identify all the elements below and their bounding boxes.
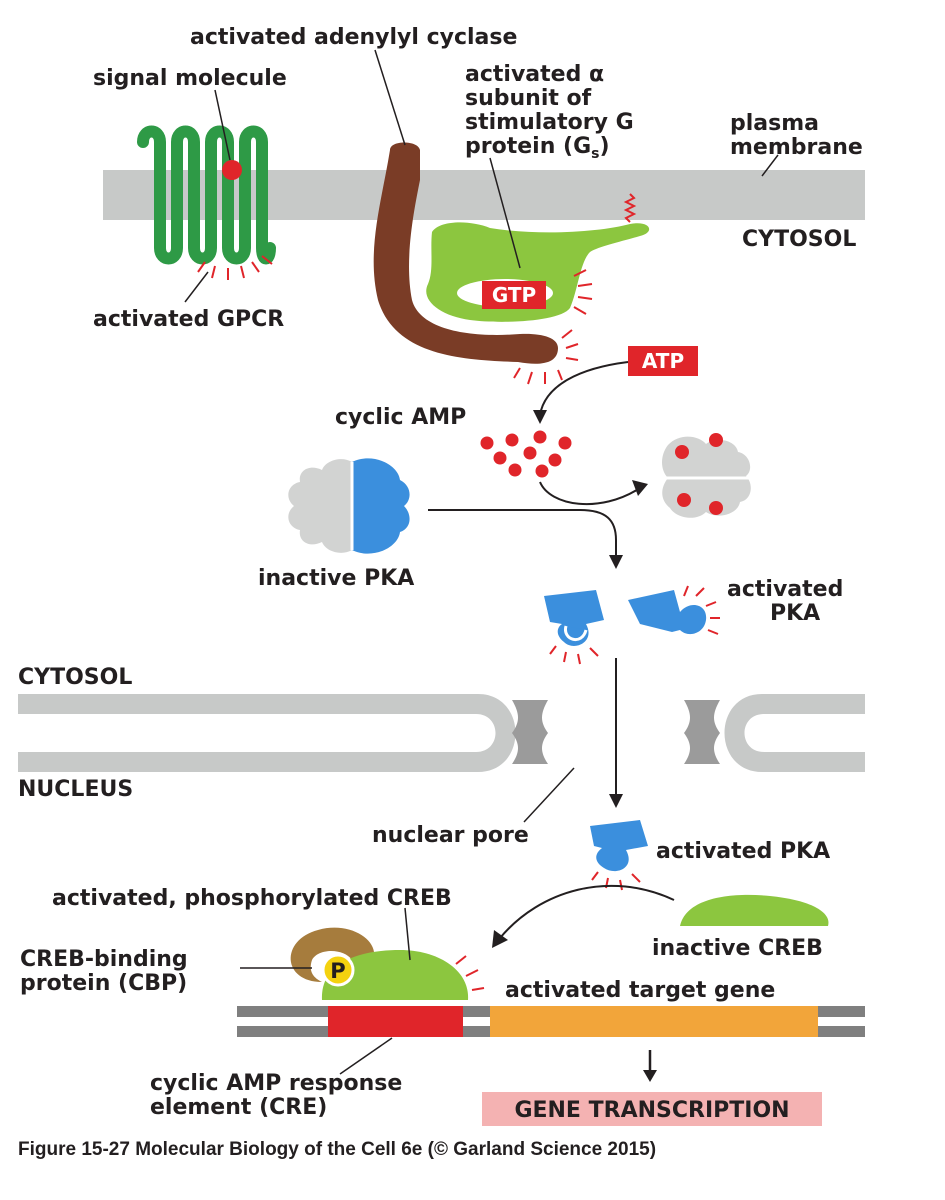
camp-binding-arrow: [539, 481, 641, 506]
cre-label-line-1: cyclic AMP response: [150, 1071, 402, 1096]
nuclear-activated-pka-label: activated PKA: [656, 839, 830, 864]
nuclear-envelope-right: [724, 694, 865, 772]
gpcr-receptor: [137, 125, 276, 265]
inactive-creb: [680, 894, 829, 926]
target-gene-region: [490, 1006, 818, 1037]
cytosol-mid-label: CYTOSOL: [18, 665, 132, 690]
nuclear-import-arrowhead: [609, 794, 623, 808]
plasma-membrane-label-line-1: plasma: [730, 111, 819, 136]
adenylyl-cyclase: [373, 142, 558, 364]
gene-transcription-label: GENE TRANSCRIPTION: [514, 1098, 789, 1123]
creb-activation-marks: [455, 955, 485, 991]
activated-pka-left: [544, 590, 604, 646]
activated-pka-right: [628, 590, 707, 635]
cre-element: [328, 1006, 463, 1037]
gpcr-leader: [184, 271, 209, 303]
activated-pka-label-line-2: PKA: [770, 601, 820, 626]
activated-pka-label-line-1: activated: [727, 577, 843, 602]
signal-molecule: [222, 160, 242, 180]
cre-leader: [339, 1037, 393, 1075]
nuclear-envelope-left: [18, 694, 516, 772]
transcription-arrowhead: [643, 1070, 657, 1082]
nuclear-pore-left: [512, 700, 548, 764]
pka-catalytic-subunits: [352, 458, 410, 554]
plasma-membrane-leader: [761, 154, 779, 177]
camp-molecules: [480, 430, 572, 478]
inactive-creb-label: inactive CREB: [652, 936, 823, 961]
g-alpha-label-line-4: protein (Gs): [465, 134, 610, 162]
bound-camp: [675, 433, 723, 515]
activated-gpcr-label: activated GPCR: [93, 307, 284, 332]
creb-phosphorylation-arrow: [499, 884, 675, 939]
figure-caption: Figure 15-27 Molecular Biology of the Ce…: [18, 1139, 656, 1160]
activated-pka-left-pocket: [564, 625, 588, 641]
cytosol-top-label: CYTOSOL: [742, 227, 856, 252]
adenylyl-cyclase-label: activated adenylyl cyclase: [190, 25, 517, 50]
g-alpha-label-line-1: activated α: [465, 62, 604, 87]
nuclear-pka: [590, 820, 648, 872]
g-alpha-label-line-2: subunit of: [465, 86, 592, 111]
plasma-membrane-label-line-2: membrane: [730, 135, 863, 160]
nuclear-pore-leader: [523, 767, 575, 823]
cyclase-activation-marks: [513, 329, 579, 385]
phosphate-label: P: [330, 959, 345, 983]
nuclear-pore-right: [684, 700, 720, 764]
pka-activation-arrow: [428, 509, 617, 560]
activated-pka-marks: [549, 585, 720, 665]
g-alpha-label-line-3: stimulatory G: [465, 110, 634, 135]
gtp-box: [482, 281, 546, 309]
nucleus-label: NUCLEUS: [18, 777, 133, 802]
phosphorylated-creb: [321, 950, 469, 1000]
cbp-label-line-2: protein (CBP): [20, 971, 187, 996]
signal-molecule-leader: [214, 89, 231, 161]
creb-phosphorylation-arrowhead: [492, 930, 508, 948]
atp-box: [628, 346, 698, 376]
phosphate-group: [321, 953, 355, 987]
atp-to-camp-arrow: [539, 361, 629, 416]
cbp-label-line-1: CREB-binding: [20, 947, 188, 972]
g-alpha-activation-marks: [573, 269, 593, 315]
gene-transcription-box: [482, 1092, 822, 1126]
camp-binding-arrowhead: [632, 480, 648, 496]
phosphorylated-creb-label: activated, phosphorylated CREB: [52, 886, 452, 911]
gpcr-activation-marks: [197, 255, 273, 280]
cyclic-amp-label: cyclic AMP: [335, 405, 466, 430]
plasma-membrane: [103, 170, 865, 220]
lipid-anchor: [623, 193, 637, 223]
atp-label: ATP: [642, 349, 684, 373]
phospho-creb-leader: [404, 907, 411, 961]
target-gene-label: activated target gene: [505, 978, 775, 1003]
g-alpha-leader: [489, 157, 521, 269]
atp-arrowhead: [533, 410, 547, 424]
cbp-protein: [290, 927, 374, 982]
pka-activation-arrowhead: [609, 555, 623, 569]
pka-regulatory-subunits: [288, 459, 352, 553]
inactive-pka-label: inactive PKA: [258, 566, 414, 591]
signal-molecule-label: signal molecule: [93, 66, 287, 91]
gtp-label: GTP: [492, 283, 536, 307]
nuclear-pore-label: nuclear pore: [372, 823, 529, 848]
cre-label-line-2: element (CRE): [150, 1095, 327, 1120]
cyclase-leader: [374, 49, 406, 146]
